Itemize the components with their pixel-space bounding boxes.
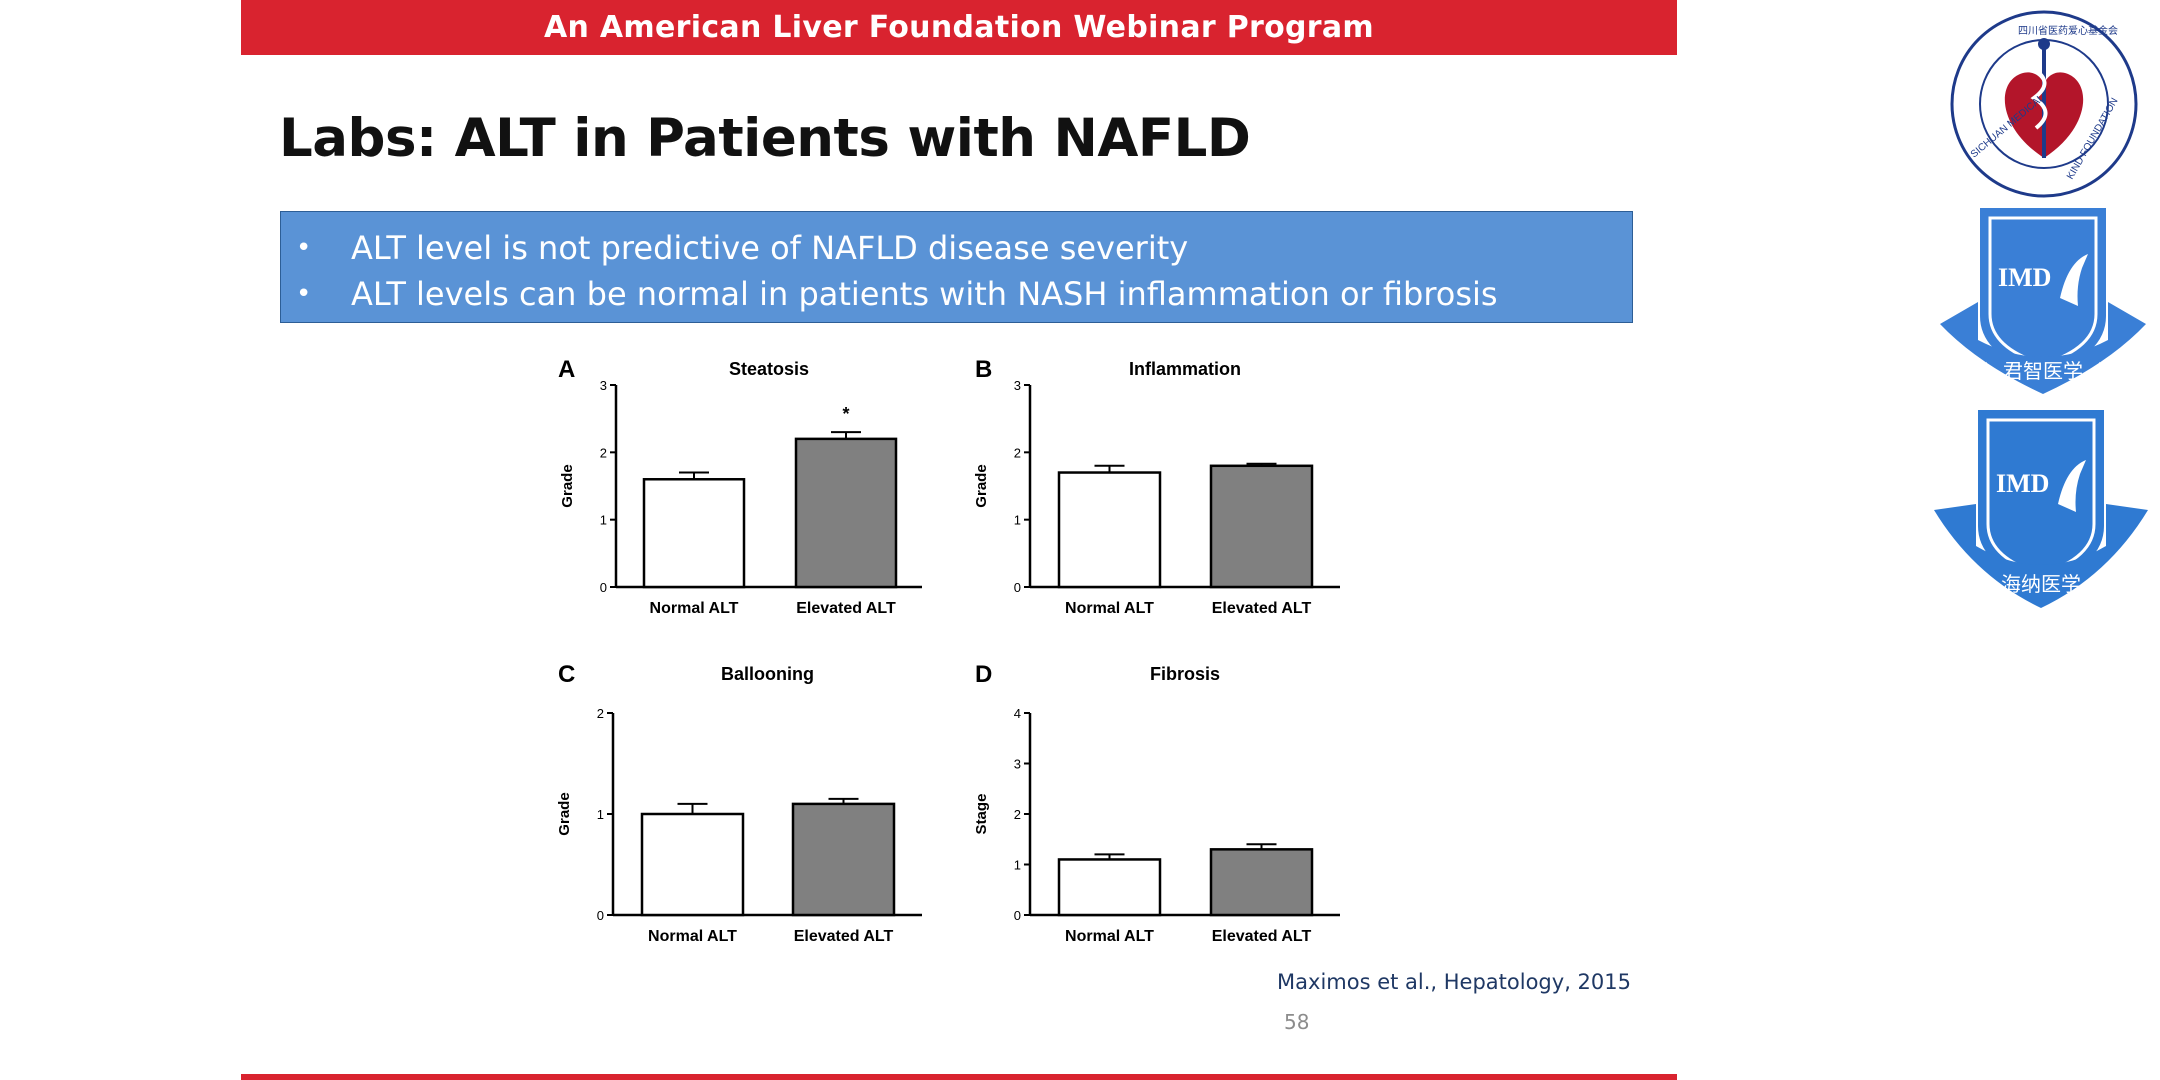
bar-elevated-alt	[791, 802, 896, 917]
y-axis-label: Grade	[556, 792, 573, 835]
x-tick-label: Normal ALT	[1065, 928, 1154, 945]
y-tick-label: 0	[597, 908, 604, 923]
ribbon-text: ★ 海纳医学 ★	[1975, 572, 2108, 596]
y-tick-label: 1	[1014, 858, 1021, 873]
bird-shield-icon: IMD	[1978, 410, 2104, 584]
y-tick-label: 1	[597, 807, 604, 822]
bullet-text: ALT levels can be normal in patients wit…	[351, 275, 1498, 313]
banner-text: An American Liver Foundation Webinar Pro…	[544, 10, 1374, 45]
x-tick-label: Elevated ALT	[794, 928, 894, 945]
bullet-text: ALT level is not predictive of NAFLD dis…	[351, 229, 1189, 267]
x-tick-label: Elevated ALT	[1212, 928, 1312, 945]
y-tick-label: 3	[600, 378, 607, 393]
chart-title: Inflammation	[1129, 359, 1241, 379]
y-tick-label: 0	[1014, 580, 1021, 595]
x-tick-label: Normal ALT	[648, 928, 737, 945]
ribbon-text: ★ 君智医学 ★	[1977, 359, 2110, 383]
y-axis-label: Stage	[973, 794, 990, 835]
caduceus-heart-icon	[2004, 38, 2084, 158]
y-tick-label: 2	[597, 706, 604, 721]
y-tick-label: 0	[600, 580, 607, 595]
bar-normal-alt	[1057, 858, 1162, 917]
bullet-item: • ALT levels can be normal in patients w…	[296, 271, 1632, 317]
x-tick-label: Elevated ALT	[1212, 600, 1312, 617]
bar-normal-alt	[1057, 471, 1162, 589]
svg-text:IMD: IMD	[1998, 263, 2051, 292]
y-tick-label: 4	[1014, 706, 1021, 721]
bullet-box: • ALT level is not predictive of NAFLD d…	[280, 211, 1633, 323]
top-banner: An American Liver Foundation Webinar Pro…	[241, 0, 1677, 55]
svg-text:IMD: IMD	[1996, 469, 2049, 498]
y-tick-label: 1	[1014, 513, 1021, 528]
chart-title: Fibrosis	[1150, 664, 1220, 684]
bullet-item: • ALT level is not predictive of NAFLD d…	[296, 225, 1632, 271]
bullet-dot-icon: •	[296, 233, 312, 263]
significance-mark: *	[842, 404, 849, 424]
bar-elevated-alt	[1209, 464, 1314, 589]
panel-letter: A	[558, 356, 575, 383]
y-tick-label: 2	[1014, 445, 1021, 460]
x-tick-label: Normal ALT	[650, 600, 739, 617]
y-tick-label: 0	[1014, 908, 1021, 923]
y-tick-label: 2	[1014, 807, 1021, 822]
panel-letter: C	[558, 661, 575, 688]
bird-shield-icon: IMD	[1980, 208, 2106, 374]
y-tick-label: 3	[1014, 757, 1021, 772]
bar-normal-alt	[640, 812, 745, 917]
bullet-dot-icon: •	[296, 279, 312, 309]
citation: Maximos et al., Hepatology, 2015	[1277, 970, 1631, 994]
bottom-bar	[241, 1074, 1677, 1080]
panel-letter: D	[975, 661, 992, 688]
slide-title: Labs: ALT in Patients with NAFLD	[279, 108, 1251, 169]
y-axis-label: Grade	[973, 464, 990, 507]
foundation-logo: 四川省医药爱心基金会 SICHUAN MEDICAL KIND FOUNDATI…	[1950, 10, 2138, 198]
y-tick-label: 3	[1014, 378, 1021, 393]
y-tick-label: 1	[600, 513, 607, 528]
page-number: 58	[1284, 1010, 1310, 1034]
imd-logo-top: IMD ★ 君智医学 ★	[1940, 208, 2146, 394]
y-tick-label: 2	[600, 445, 607, 460]
x-tick-label: Elevated ALT	[796, 600, 896, 617]
imd-logo-bottom: IMD ★ 海纳医学 ★	[1934, 410, 2148, 608]
svg-text:四川省医药爱心基金会: 四川省医药爱心基金会	[2018, 24, 2118, 37]
bar-elevated-alt	[794, 437, 898, 589]
y-axis-label: Grade	[559, 464, 576, 507]
panel-letter: B	[975, 356, 992, 383]
chart-title: Steatosis	[729, 359, 809, 379]
x-tick-label: Normal ALT	[1065, 600, 1154, 617]
chart-title: Ballooning	[721, 664, 814, 684]
bar-normal-alt	[642, 478, 746, 589]
bar-elevated-alt	[1209, 848, 1314, 917]
